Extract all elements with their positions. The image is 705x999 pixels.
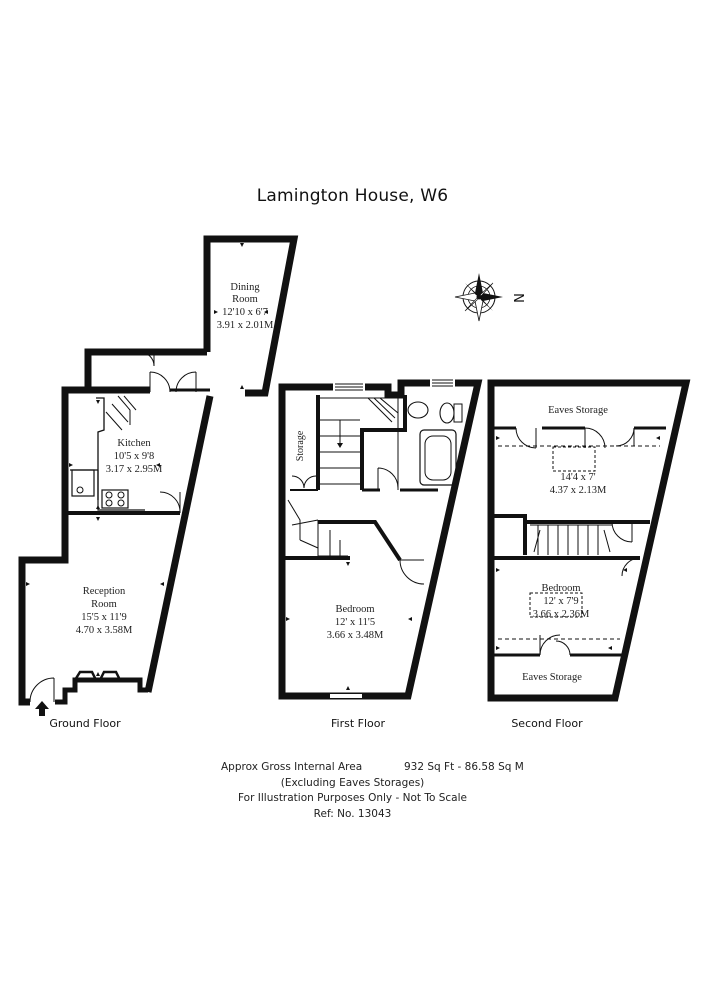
kitchen-imperial: 10'5 x 9'8 [114,451,155,462]
dining-room-name-1: Dining [230,282,260,293]
kitchen-metric: 3.17 x 2.95M [106,464,163,475]
loft-room-metric: 4.37 x 2.13M [550,485,607,496]
eaves-storage-top-label: Eaves Storage [548,405,608,416]
loft-room-imperial: 14'4 x 7' [560,472,595,483]
first-floor-dimension-ticks [286,562,412,690]
entrance-arrow-icon [35,701,49,716]
compass-icon [454,273,503,322]
excluding-note: (Excluding Eaves Storages) [280,776,425,789]
bedroom-first-floor-imperial: 12' x 11'5 [335,617,375,628]
area-row: Approx Gross Internal Area 932 Sq Ft - 8… [0,760,705,776]
plan-title: Lamington House, W6 [256,186,449,206]
area-value: 932 Sq Ft - 86.58 Sq M [404,761,524,773]
area-label: Approx Gross Internal Area [221,761,363,773]
bedroom-second-floor-name: Bedroom [541,583,580,594]
ground-floor-label: Ground Floor [49,717,121,730]
eaves-storage-bottom-label: Eaves Storage [522,672,582,683]
first-floor-label: First Floor [331,717,385,730]
bedroom-first-floor-metric: 3.66 x 3.48M [327,630,384,641]
reception-room-name-2: Room [91,599,117,610]
dining-room-imperial: 12'10 x 6'7 [222,307,268,318]
room-labels: Dining Room 12'10 x 6'7 3.91 x 2.01M Kit… [76,282,609,683]
dining-room-name-2: Room [232,294,258,305]
bedroom-second-floor-metric: 3.66 x 2.36M [533,609,590,620]
second-floor-dimension-ticks [496,436,660,650]
compass-north-label: N [510,293,525,303]
disclaimer: For Illustration Purposes Only - Not To … [238,792,467,804]
plan-footer: Approx Gross Internal Area 932 Sq Ft - 8… [0,760,705,822]
storage-label: Storage [295,430,306,461]
reception-room-name-1: Reception [83,586,126,597]
second-floor-plan [487,379,691,702]
reference-number: Ref: No. 13043 [313,807,392,820]
kitchen-name: Kitchen [117,438,151,449]
reception-room-metric: 4.70 x 3.58M [76,625,133,636]
bedroom-second-floor-imperial: 12' x 7'9 [543,596,578,607]
ground-floor-plan [18,235,299,706]
floor-labels: Ground Floor First Floor Second Floor [49,717,583,730]
second-floor-label: Second Floor [511,717,583,730]
first-floor-plan [278,379,483,700]
dining-room-metric: 3.91 x 2.01M [217,320,274,331]
bedroom-first-floor-name: Bedroom [335,604,374,615]
ground-floor-dimension-ticks [26,243,268,676]
reception-room-imperial: 15'5 x 11'9 [81,612,126,623]
